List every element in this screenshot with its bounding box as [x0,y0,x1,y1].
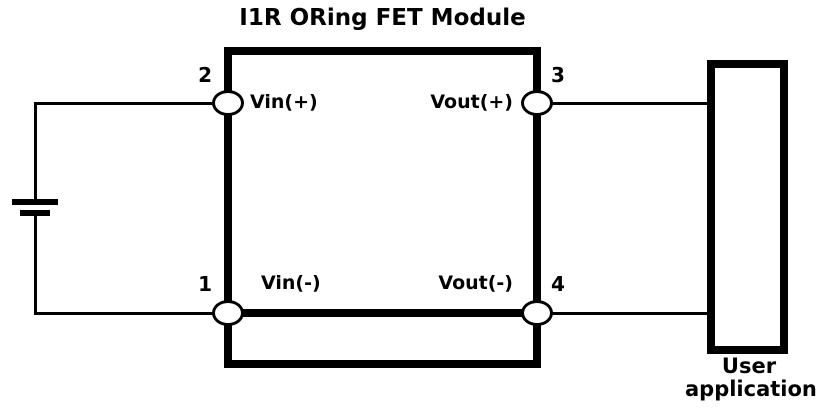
vout-minus-label: Vout(-) [438,272,513,294]
wire-source-left-lower [34,216,37,315]
negative-bus-line [228,309,537,317]
terminal-pin-4 [521,300,553,326]
wire-load-bottom [551,312,711,315]
diagram-title: I1R ORing FET Module [239,5,526,31]
wire-source-top [34,102,228,105]
battery-long-plate [12,199,58,205]
vin-minus-label: Vin(-) [261,272,321,294]
pin-4-number: 4 [551,272,565,296]
pin-1-number: 1 [198,272,212,296]
terminal-pin-1 [212,300,244,326]
user-application-box [707,60,788,354]
vin-plus-label: Vin(+) [250,91,318,113]
battery-short-plate [20,210,50,216]
user-application-label-line1: User [721,354,777,378]
user-application-label: User application [685,354,817,401]
user-application-label-line2: application [685,377,817,401]
terminal-pin-2 [212,90,244,116]
wire-load-top [551,102,711,105]
wire-source-left-upper [34,102,37,200]
terminal-pin-3 [521,90,553,116]
wire-source-bottom [34,312,228,315]
vout-plus-label: Vout(+) [430,91,513,113]
pin-2-number: 2 [198,63,212,87]
pin-3-number: 3 [551,63,565,87]
